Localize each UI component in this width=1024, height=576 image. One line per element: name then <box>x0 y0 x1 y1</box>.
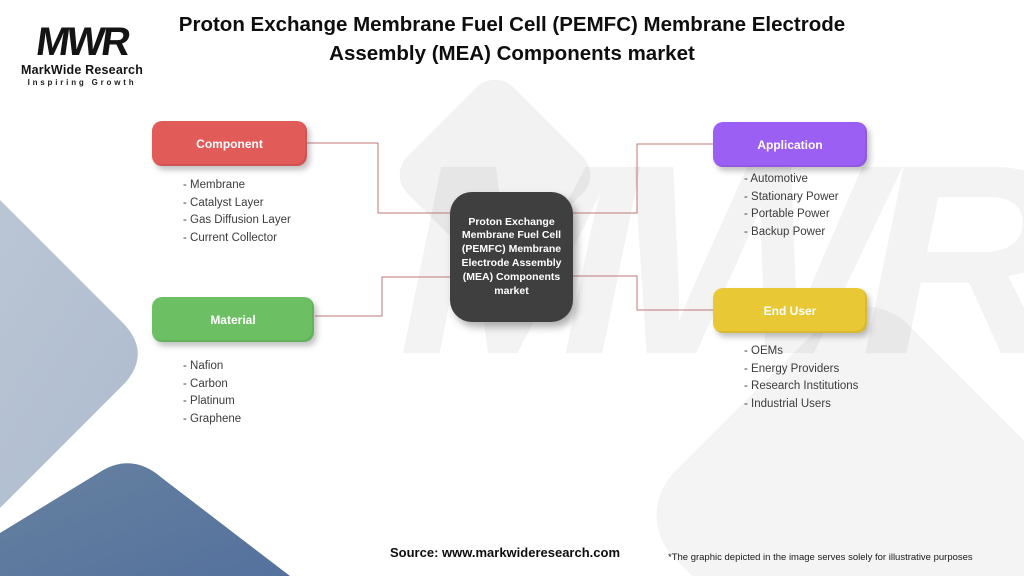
connector-material <box>315 276 450 317</box>
markwide-logo: MWR MarkWide Research Inspiring Growth <box>18 20 146 87</box>
segment-box-application: Application <box>713 122 867 167</box>
segment-label-application: Application <box>757 137 823 152</box>
list-item: - Industrial Users <box>744 397 831 410</box>
list-item: - Nafion <box>183 360 224 372</box>
list-item: - Platinum <box>183 395 235 407</box>
list-item: - Automotive <box>744 173 808 185</box>
list-item: - Backup Power <box>744 225 826 238</box>
list-item: - Current Collector <box>183 231 277 244</box>
connector-component <box>307 142 450 214</box>
logo-name: MarkWide Research <box>20 63 144 77</box>
center-market-node: Proton Exchange Membrane Fuel Cell (PEMF… <box>450 192 573 322</box>
list-item: - Portable Power <box>744 208 830 220</box>
list-item: - Gas Diffusion Layer <box>183 214 291 226</box>
application-item-list: - Automotive - Stationary Power - Portab… <box>744 171 839 241</box>
list-item: - Energy Providers <box>744 362 840 375</box>
light-blue-corner-shape <box>0 200 138 508</box>
list-item: - Stationary Power <box>744 190 839 203</box>
page-title: Proton Exchange Membrane Fuel Cell (PEMF… <box>178 13 846 65</box>
segment-label-component: Component <box>196 136 263 151</box>
list-item: - Carbon <box>183 377 228 390</box>
list-item: - Membrane <box>183 179 245 191</box>
center-market-label: Proton Exchange Membrane Fuel Cell (PEMF… <box>461 215 562 297</box>
source-text: Source: www.markwideresearch.com <box>390 545 621 560</box>
list-item: - Catalyst Layer <box>183 196 264 209</box>
disclaimer-text: *The graphic depicted in the image serve… <box>668 552 973 563</box>
connector-end-user <box>573 275 713 311</box>
list-item: - Research Institutions <box>744 380 859 392</box>
mwr-logo-mark: MWR <box>33 20 131 64</box>
material-item-list: - Nafion - Carbon - Platinum - Graphene <box>183 358 241 428</box>
segment-label-material: Material <box>210 312 256 327</box>
segment-label-end-user: End User <box>763 303 817 318</box>
connector-application <box>573 143 713 214</box>
segment-box-component: Component <box>152 121 307 166</box>
segment-box-end-user: End User <box>713 288 867 333</box>
list-item: - Graphene <box>183 412 242 425</box>
list-item: - OEMs <box>744 345 783 357</box>
segment-box-material: Material <box>152 297 314 342</box>
end-user-item-list: - OEMs - Energy Providers - Research Ins… <box>744 343 858 413</box>
dark-blue-corner-shape <box>0 463 290 576</box>
logo-tagline: Inspiring Growth <box>27 78 137 87</box>
component-item-list: - Membrane - Catalyst Layer - Gas Diffus… <box>183 177 291 247</box>
